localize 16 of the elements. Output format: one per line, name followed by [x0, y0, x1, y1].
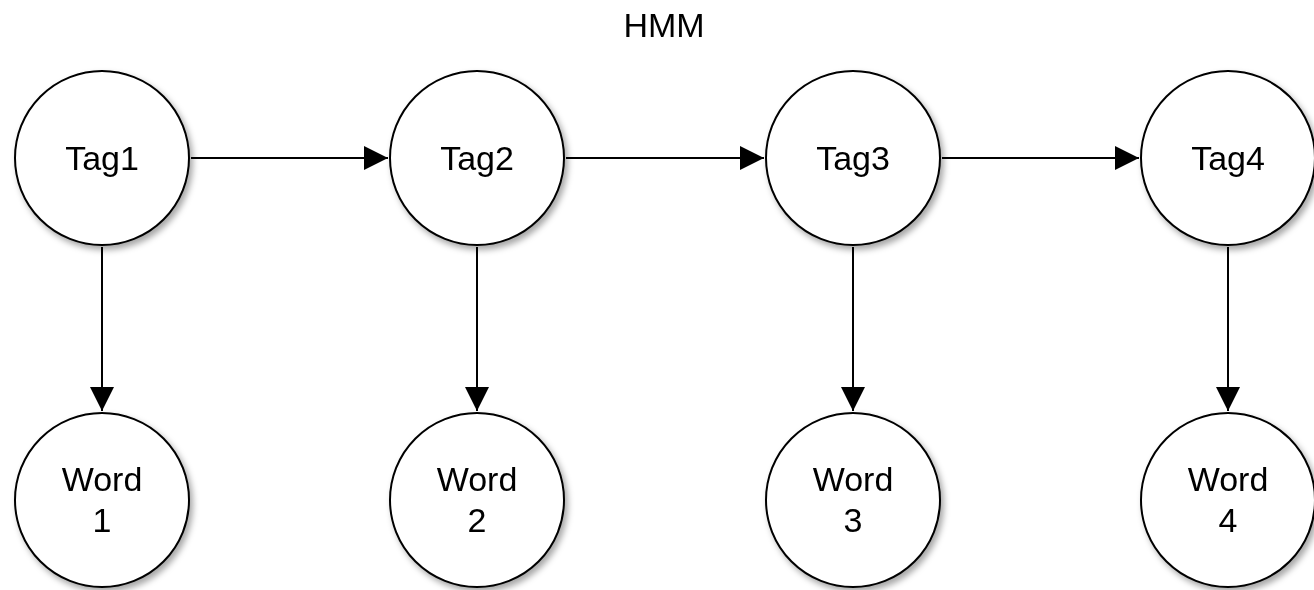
node-label: Tag2	[439, 137, 515, 179]
node-label: Tag3	[815, 137, 891, 179]
node-label: Word 2	[435, 459, 519, 541]
arrow	[841, 246, 865, 412]
diagram-title: HMM	[622, 6, 706, 45]
node-label: Word 1	[60, 459, 144, 541]
arrow	[565, 146, 765, 170]
arrow	[1216, 246, 1240, 412]
node-label: Word 4	[1186, 459, 1270, 541]
arrow	[941, 146, 1140, 170]
node-label: Tag4	[1190, 137, 1266, 179]
arrow	[465, 246, 489, 412]
arrow	[190, 146, 389, 170]
arrow	[90, 246, 114, 412]
node-label: Tag1	[64, 137, 140, 179]
node-label: Word 3	[811, 459, 895, 541]
